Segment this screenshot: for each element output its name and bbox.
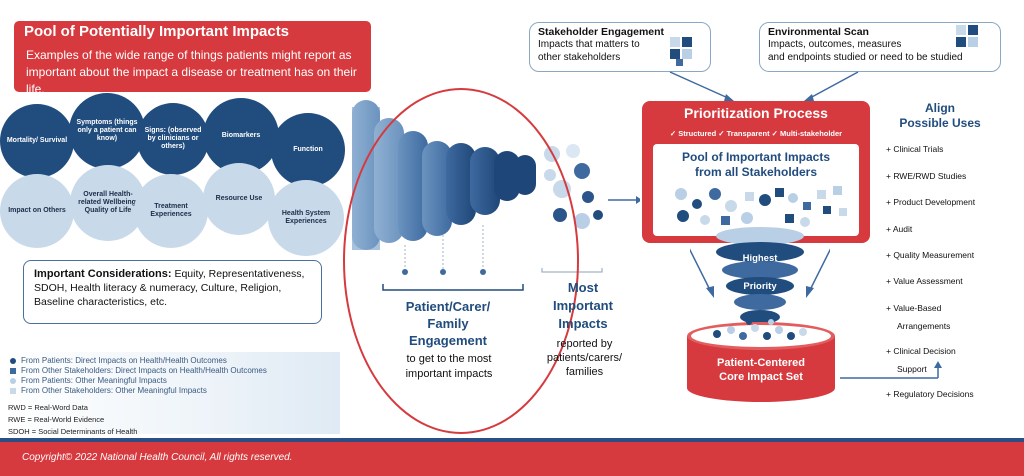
impact-circle-signs: Signs: (observed by clinicians or others…: [137, 103, 209, 175]
legend-square-icon: [10, 387, 16, 394]
stakeholder-engagement-box: Stakeholder Engagement Impacts that matt…: [529, 22, 711, 72]
squares-icon: [956, 25, 978, 47]
prioritization-box: Prioritization Process ✓ Structured ✓ Tr…: [642, 101, 870, 243]
use-rwe-rwd: + RWE/RWD Studies: [886, 171, 967, 181]
impact-circle-qol: Overall Health-related Wellbeing/ Qualit…: [70, 165, 146, 241]
use-value-assessment: + Value Assessment: [886, 276, 963, 286]
impact-circle-treatment: Treatment Experiences: [134, 174, 208, 248]
use-arrangements: Arrangements: [897, 321, 951, 331]
most-important-label: Most Important Impacts: [553, 280, 613, 331]
stakeholder-title: Stakeholder Engagement: [538, 26, 665, 38]
legend-area: [0, 352, 340, 434]
engagement-subtext: to get to the most important impacts: [405, 353, 493, 380]
legend-circle-icon: [10, 377, 16, 384]
considerations-heading: Important Considerations:: [34, 268, 172, 280]
legend-item: From Other Stakeholders: Other Meaningfu…: [10, 386, 207, 395]
footer-bar: Copyright© 2022 National Health Council,…: [0, 438, 1024, 476]
legend-item: From Other Stakeholders: Direct Impacts …: [10, 366, 267, 375]
prioritization-title: Prioritization Process: [684, 105, 828, 121]
use-regulatory-decisions: + Regulatory Decisions: [886, 389, 974, 399]
pool-header-box: Pool of Potentially Important Impacts Ex…: [14, 21, 371, 96]
impact-circle-biomarkers: Biomarkers: [203, 98, 279, 174]
funnel-highest: Highest: [742, 253, 778, 264]
use-product-development: + Product Development: [886, 197, 976, 207]
considerations-box: Important Considerations: Equity, Repres…: [23, 260, 322, 324]
most-important-subtext: reported by patients/carers/ families: [546, 338, 623, 378]
priority-funnel: [690, 227, 830, 335]
squares-icon: [670, 37, 692, 66]
abbreviation-rwd: RWD = Real-Word Data: [8, 403, 88, 412]
prioritization-criteria: ✓ Structured ✓ Transparent ✓ Multi-stake…: [669, 129, 843, 138]
core-to-uses-arrow: [840, 361, 942, 379]
use-clinical-decision: + Clinical Decision: [886, 346, 956, 356]
align-title: Align Possible Uses: [899, 101, 981, 130]
core-impact-label: Patient-Centered Core Impact Set: [716, 357, 806, 383]
legend-circle-icon: [10, 357, 16, 364]
legend-item: From Patients: Direct Impacts on Health/…: [10, 356, 227, 365]
engagement-oval: [343, 88, 579, 434]
environmental-scan-box: Environmental Scan Impacts, outcomes, me…: [759, 22, 1001, 72]
use-quality-measurement: + Quality Measurement: [886, 250, 975, 260]
copyright-text: Copyright© 2022 National Health Council,…: [22, 452, 293, 463]
abbreviation-rwe: RWE = Real-World Evidence: [8, 415, 105, 424]
impact-circle-health-system: Health System Experiences: [268, 180, 344, 256]
considerations-text: Equity, Representativeness, SDOH, Health…: [34, 268, 305, 308]
use-clinical-trials: + Clinical Trials: [886, 144, 944, 154]
engagement-label: Patient/Carer/ Family Engagement: [405, 299, 491, 348]
pool-title: Pool of Potentially Important Impacts: [24, 23, 290, 40]
stakeholder-pool: Pool of Important Impacts from all Stake…: [653, 144, 859, 236]
impact-circle-mortality: Mortality/ Survival: [0, 104, 74, 178]
impact-circle-symptoms: Symptoms (things only a patient can know…: [69, 93, 145, 169]
use-value-based: + Value-Based: [886, 303, 942, 313]
impact-circle-function: Function: [271, 113, 345, 187]
impact-circle-others: Impact on Others: [0, 174, 74, 248]
pool-description: Examples of the wide range of things pat…: [26, 48, 357, 96]
legend-item: From Patients: Other Meaningful Impacts: [10, 376, 167, 385]
stakeholder-pool-title: Pool of Important Impacts from all Stake…: [681, 150, 830, 179]
stakeholder-arrows: [669, 71, 859, 101]
abbreviation-sdoh: SDOH = Social Determinants of Health: [8, 427, 138, 436]
impact-dots: [675, 186, 847, 227]
use-support: Support: [897, 364, 927, 374]
environmental-title: Environmental Scan: [768, 26, 869, 38]
legend-square-icon: [10, 367, 16, 374]
impact-circle-resource: Resource Use: [203, 163, 275, 235]
funnel-priority: Priority: [743, 281, 777, 292]
core-impact-cylinder: [687, 319, 835, 402]
use-audit: + Audit: [886, 224, 913, 234]
